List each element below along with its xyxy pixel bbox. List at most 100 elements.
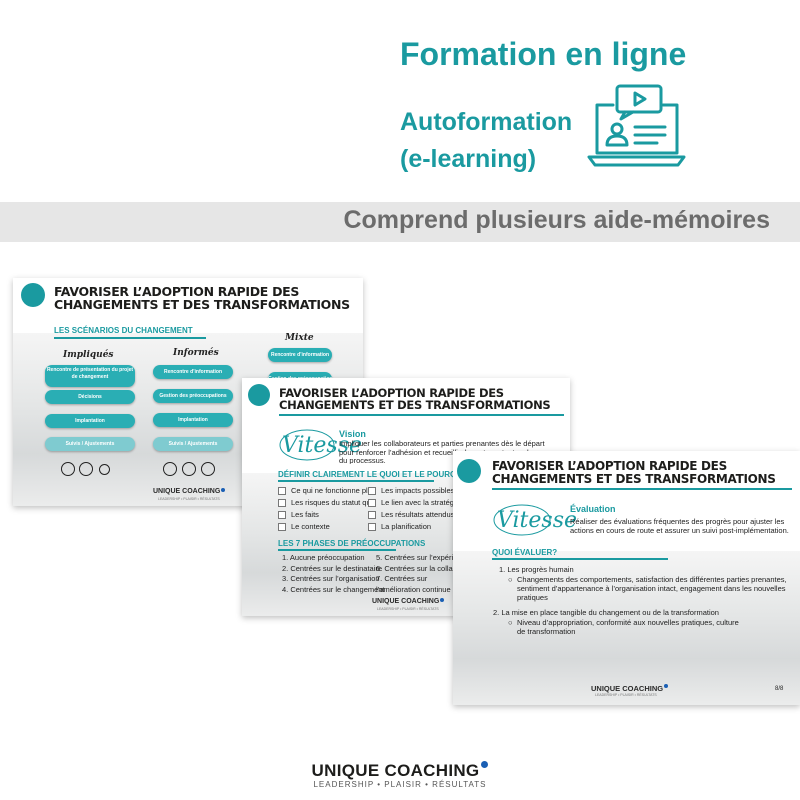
- slide-tagline: LEADERSHIP • PLAISIR • RÉSULTATS: [377, 607, 439, 611]
- slide-brand: UNIQUE COACHING: [372, 598, 445, 605]
- slide-brand: UNIQUE COACHING: [591, 684, 669, 693]
- flow-step: Implantation: [153, 413, 233, 427]
- checkbox-icon: [278, 487, 286, 496]
- section-underline: [54, 337, 206, 339]
- feature-banner: Comprend plusieurs aide-mémoires: [0, 202, 800, 242]
- flow-step: Rencontre d’information: [153, 365, 233, 379]
- column-heading-mixte: Mixte: [285, 333, 314, 343]
- section-heading: QUOI ÉVALUER?: [492, 548, 558, 557]
- vision-text: Impliquer les collaborateurs et parties …: [339, 440, 545, 464]
- phase-item: 1. Aucune préoccupation: [282, 553, 365, 562]
- slide-brand-text: UNIQUE COACHING: [591, 684, 664, 693]
- evaluation-text: Réaliser des évaluations fréquentes des …: [570, 517, 789, 535]
- checklist-item[interactable]: Les risques du statut quo: [278, 497, 376, 509]
- checklist-right: Les impacts possibles Le lien avec la st…: [368, 485, 460, 533]
- page-title: Formation en ligne: [400, 36, 687, 72]
- evaluation-subitem: ○ Changements des comportements, satisfa…: [508, 575, 787, 602]
- slide-thumbnail-3: FAVORISER L’ADOPTION RAPIDE DES CHANGEME…: [453, 451, 800, 705]
- vitesse-logo: Vitesse: [282, 433, 362, 458]
- flow-step: Implantation: [45, 414, 135, 428]
- checkbox-icon: [368, 499, 376, 508]
- checkbox-icon: [368, 511, 376, 520]
- checklist-left: Ce qui ne fonctionne plus Les risques du…: [278, 485, 376, 533]
- slide-tagline: LEADERSHIP • PLAISIR • RÉSULTATS: [158, 497, 220, 501]
- slide-title-dot: [21, 283, 45, 307]
- checklist-item[interactable]: Les impacts possibles: [368, 485, 460, 497]
- phase-item: 5. Centrées sur l’expérimentation: [376, 553, 487, 562]
- slide-brand-text: UNIQUE COACHING: [153, 488, 221, 495]
- phase-item: 3. Centrées sur l’organisation: [282, 574, 380, 583]
- slide-title-dot: [457, 459, 481, 483]
- evaluation-subitem-text: Changements des comportements, satisfact…: [517, 575, 787, 602]
- neutral-face-icon: [79, 462, 93, 476]
- flow-step: Rencontre de présentation du projet de c…: [45, 365, 135, 387]
- checkbox-icon: [278, 499, 286, 508]
- flow-step: Suivis / Ajustements: [45, 437, 135, 451]
- slide-title-line-1: FAVORISER L’ADOPTION RAPIDE DES: [279, 386, 504, 400]
- slide-title-line-2: CHANGEMENTS ET DES TRANSFORMATIONS: [492, 471, 776, 486]
- evaluation-title: Évaluation: [570, 504, 616, 514]
- laptop-video-icon: [587, 84, 686, 167]
- flow-step: Suivis / Ajustements: [153, 437, 233, 451]
- footer-tagline: LEADERSHIP • PLAISIR • RÉSULTATS: [313, 780, 487, 789]
- slide-title-line-2: CHANGEMENTS ET DES TRANSFORMATIONS: [279, 398, 551, 413]
- slide-title: FAVORISER L’ADOPTION RAPIDE DES CHANGEME…: [54, 285, 350, 311]
- phase-item: 4. Centrées sur le changement: [282, 584, 385, 594]
- slide-title: FAVORISER L’ADOPTION RAPIDE DES CHANGEME…: [492, 460, 776, 485]
- slide-title-dot: [248, 384, 270, 406]
- evaluation-item: 1. Les progrès humain: [499, 565, 574, 574]
- checkbox-icon: [368, 487, 376, 496]
- checklist-item[interactable]: La planification: [368, 521, 460, 533]
- phases-right: 5. Centrées sur l’expérimentation 6. Cen…: [376, 553, 570, 595]
- title-underline: [279, 414, 564, 416]
- evaluation-item: 2. La mise en place tangible du changeme…: [493, 608, 719, 617]
- section-heading: LES 7 PHASES DE PRÉOCCUPATIONS: [278, 539, 426, 548]
- vitesse-swoosh-icon: [279, 429, 335, 461]
- evaluation-subitem: ○ Niveau d’appropriation, conformité aux…: [508, 618, 748, 636]
- smiley-face-icon: [201, 462, 215, 476]
- smiley-face-icon: [61, 462, 75, 476]
- section-underline: [278, 480, 434, 482]
- slide-title-line-1: FAVORISER L’ADOPTION RAPIDE DES: [54, 284, 300, 299]
- angry-face-icon: [163, 462, 177, 476]
- slide-title-line-1: FAVORISER L’ADOPTION RAPIDE DES: [492, 459, 727, 473]
- checkbox-icon: [368, 523, 376, 532]
- footer-brand: UNIQUE COACHING: [0, 761, 800, 781]
- subtitle-line-2: (e-learning): [400, 145, 537, 173]
- vitesse-swoosh-icon: [493, 504, 551, 536]
- slide-title-line-2: CHANGEMENTS ET DES TRANSFORMATIONS: [54, 297, 350, 313]
- page-number: 8/8: [775, 686, 784, 692]
- phase-item: 2. Centrées sur le destinataire: [282, 563, 383, 573]
- section-heading: DÉFINIR CLAIREMENT LE QUOI ET LE POURQUO…: [278, 470, 471, 479]
- section-heading: LES SCÉNARIOS DU CHANGEMENT: [54, 326, 193, 335]
- column-heading-impliques: Impliqués: [63, 350, 114, 360]
- title-underline: [492, 488, 792, 490]
- phase-item: 6. Centrées sur la collaboration: [376, 563, 480, 573]
- checkbox-icon: [278, 511, 286, 520]
- vitesse-logo: Vitesse: [497, 508, 577, 533]
- section-underline: [492, 558, 668, 560]
- phase-item: 7. Centrées sur l’amélioration continue: [376, 574, 451, 594]
- slide-tagline: LEADERSHIP • PLAISIR • RÉSULTATS: [595, 693, 657, 697]
- vision-title: Vision: [339, 429, 366, 439]
- checklist-item[interactable]: Ce qui ne fonctionne plus: [278, 485, 376, 497]
- footer-brand-text: UNIQUE COACHING: [311, 761, 480, 780]
- flow-step: Décisions: [45, 390, 135, 404]
- slide-background-photo: [453, 551, 800, 705]
- section-underline: [278, 549, 396, 551]
- flow-step: Rencontre d’information: [268, 348, 332, 362]
- subtitle-line-1: Autoformation: [400, 108, 573, 136]
- slide-title: FAVORISER L’ADOPTION RAPIDE DES CHANGEME…: [279, 386, 551, 413]
- slide-brand: UNIQUE COACHING: [153, 488, 226, 495]
- sad-face-icon: [99, 464, 110, 475]
- phases-left: 1. Aucune préoccupation 2. Centrées sur …: [282, 553, 385, 595]
- column-heading-informes: Informés: [173, 348, 219, 358]
- page-subtitle: Autoformation (e-learning): [400, 104, 572, 178]
- evaluation-subitem-text: Niveau d’appropriation, conformité aux n…: [517, 618, 739, 636]
- checklist-item[interactable]: Le lien avec la stratégie: [368, 497, 460, 509]
- checklist-item[interactable]: Les faits: [278, 509, 376, 521]
- checklist-item[interactable]: Les résultats attendus: [368, 509, 460, 521]
- slide-brand-text: UNIQUE COACHING: [372, 598, 440, 605]
- brand-dot-icon: [481, 761, 489, 768]
- checklist-item[interactable]: Le contexte: [278, 521, 376, 533]
